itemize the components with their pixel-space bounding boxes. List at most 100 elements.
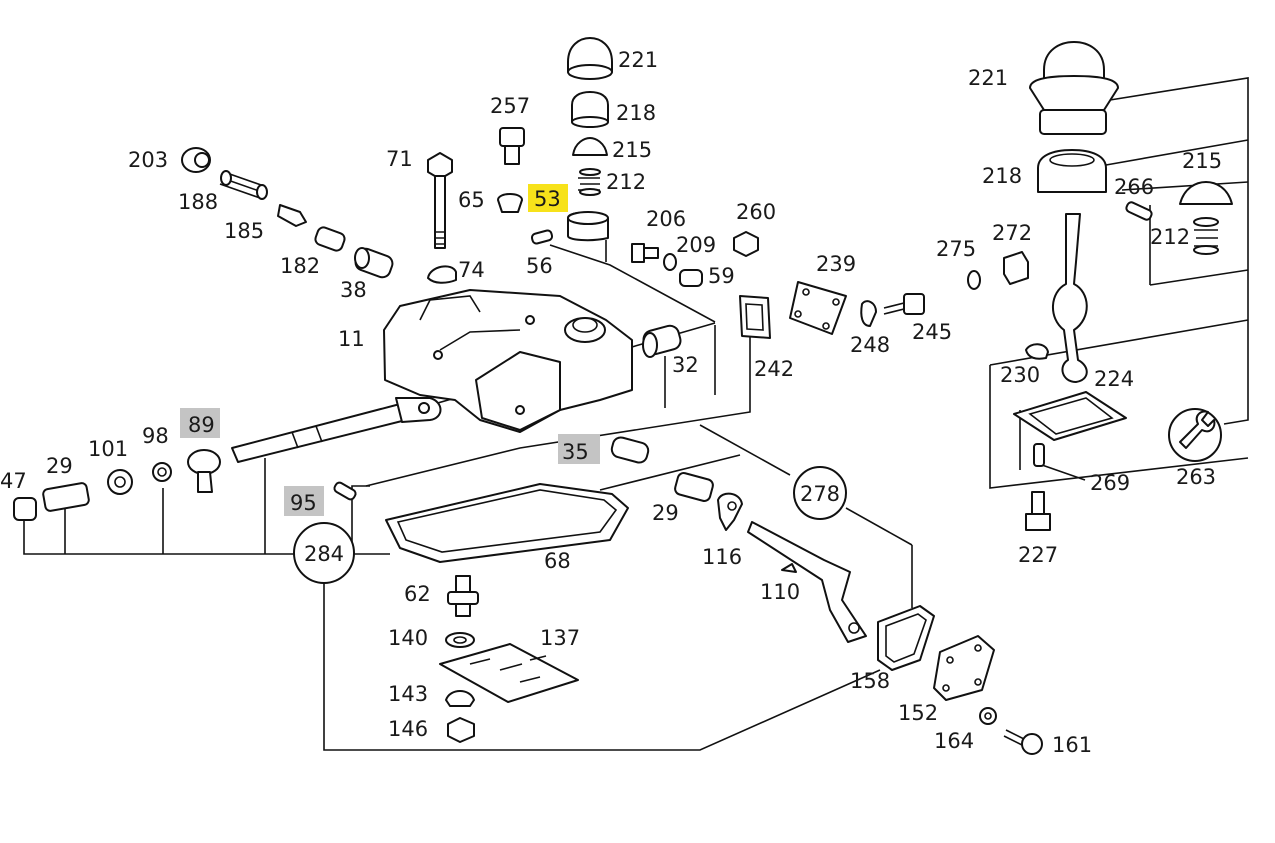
- label-260[interactable]: 260: [736, 200, 776, 224]
- label-218-large[interactable]: 218: [982, 164, 1022, 188]
- part-215-cap[interactable]: [572, 137, 608, 156]
- label-101[interactable]: 101: [88, 437, 128, 461]
- label-242[interactable]: 242: [754, 357, 794, 381]
- label-218[interactable]: 218: [616, 101, 656, 125]
- part-224-lever[interactable]: [1052, 213, 1088, 383]
- part-275-washer[interactable]: [967, 270, 981, 290]
- part-89-lever[interactable]: [187, 449, 221, 493]
- part-32-sleeve[interactable]: [642, 324, 683, 358]
- part-143-clip[interactable]: [445, 690, 475, 707]
- label-203[interactable]: 203: [128, 148, 168, 172]
- part-227-screw[interactable]: [1025, 491, 1051, 531]
- label-206[interactable]: 206: [646, 207, 686, 231]
- part-221-knob-large[interactable]: [1029, 41, 1119, 135]
- part-74-clip[interactable]: [427, 265, 457, 284]
- label-212-large[interactable]: 212: [1150, 225, 1190, 249]
- part-209-washer[interactable]: [663, 253, 677, 271]
- part-shift-arm[interactable]: [747, 521, 867, 643]
- part-245-bolt[interactable]: [883, 293, 925, 315]
- label-38[interactable]: 38: [340, 278, 367, 302]
- part-188-spring[interactable]: [219, 170, 268, 200]
- label-35[interactable]: 35: [562, 440, 589, 464]
- part-ring-upper[interactable]: [567, 211, 609, 242]
- part-212-spring-large[interactable]: [1193, 217, 1219, 255]
- part-206-bolt[interactable]: [631, 243, 659, 263]
- label-188[interactable]: 188: [178, 190, 218, 214]
- part-239-plate[interactable]: [789, 281, 847, 335]
- part-146-nut[interactable]: [447, 717, 475, 743]
- part-221-knob[interactable]: [567, 37, 613, 80]
- part-158-gasket[interactable]: [877, 605, 935, 671]
- label-29-right[interactable]: 29: [652, 501, 679, 525]
- part-248-washer[interactable]: [860, 300, 877, 327]
- label-89[interactable]: 89: [188, 413, 215, 437]
- part-218-bushing-large[interactable]: [1037, 149, 1107, 193]
- label-11[interactable]: 11: [338, 327, 365, 351]
- part-182-sleeve[interactable]: [314, 226, 346, 252]
- part-185-pin[interactable]: [277, 204, 307, 227]
- part-152-cover[interactable]: [933, 635, 995, 701]
- part-101-lockwasher[interactable]: [107, 469, 133, 495]
- label-227[interactable]: 227: [1018, 543, 1058, 567]
- part-68-gasket[interactable]: [385, 483, 629, 563]
- label-47[interactable]: 47: [0, 469, 27, 493]
- label-98[interactable]: 98: [142, 424, 169, 448]
- label-209[interactable]: 209: [676, 233, 716, 257]
- label-215[interactable]: 215: [612, 138, 652, 162]
- part-140-washer[interactable]: [445, 632, 475, 648]
- part-47-cap[interactable]: [13, 497, 37, 521]
- label-215-large[interactable]: 215: [1182, 149, 1222, 173]
- label-230[interactable]: 230: [1000, 363, 1040, 387]
- callout-278[interactable]: 278: [793, 466, 847, 520]
- part-272-block[interactable]: [1003, 251, 1029, 285]
- label-221-large[interactable]: 221: [968, 66, 1008, 90]
- part-gasket-right[interactable]: [1013, 391, 1127, 441]
- label-239[interactable]: 239: [816, 252, 856, 276]
- part-62-screw[interactable]: [447, 575, 479, 617]
- part-110-key[interactable]: [781, 563, 797, 573]
- label-152[interactable]: 152: [898, 701, 938, 725]
- label-248[interactable]: 248: [850, 333, 890, 357]
- part-266-pin[interactable]: [1125, 201, 1153, 221]
- label-110[interactable]: 110: [760, 580, 800, 604]
- label-116[interactable]: 116: [702, 545, 742, 569]
- label-74[interactable]: 74: [458, 258, 485, 282]
- part-71-bolt[interactable]: [427, 152, 453, 249]
- label-137[interactable]: 137: [540, 626, 580, 650]
- part-230-clip[interactable]: [1025, 343, 1049, 360]
- label-56[interactable]: 56: [526, 254, 553, 278]
- label-32[interactable]: 32: [672, 353, 699, 377]
- label-275[interactable]: 275: [936, 237, 976, 261]
- label-158[interactable]: 158: [850, 669, 890, 693]
- part-116-lever[interactable]: [717, 492, 743, 531]
- label-266[interactable]: 266: [1114, 175, 1154, 199]
- label-161[interactable]: 161: [1052, 733, 1092, 757]
- label-224[interactable]: 224: [1094, 367, 1134, 391]
- label-59[interactable]: 59: [708, 264, 735, 288]
- label-62[interactable]: 62: [404, 582, 431, 606]
- label-269[interactable]: 269: [1090, 471, 1130, 495]
- label-53[interactable]: 53: [534, 187, 561, 211]
- part-29-sleeve-right[interactable]: [674, 472, 714, 503]
- part-98-washer[interactable]: [152, 462, 172, 482]
- part-shaft[interactable]: [231, 397, 442, 463]
- label-257[interactable]: 257: [490, 94, 530, 118]
- part-257-screw[interactable]: [499, 127, 525, 165]
- part-218-bushing[interactable]: [571, 91, 609, 128]
- label-245[interactable]: 245: [912, 320, 952, 344]
- label-164[interactable]: 164: [934, 729, 974, 753]
- part-35-pin[interactable]: [610, 436, 650, 465]
- part-65-plug[interactable]: [497, 193, 523, 213]
- label-65[interactable]: 65: [458, 188, 485, 212]
- part-38-bush[interactable]: [353, 247, 394, 280]
- part-161-bolt[interactable]: [1003, 729, 1043, 755]
- part-164-washer[interactable]: [979, 707, 997, 725]
- label-146[interactable]: 146: [388, 717, 428, 741]
- label-29-left[interactable]: 29: [46, 454, 73, 478]
- part-203-nut[interactable]: [181, 147, 211, 173]
- part-59-bush[interactable]: [679, 269, 703, 287]
- label-140[interactable]: 140: [388, 626, 428, 650]
- part-137-plate[interactable]: [439, 643, 579, 703]
- label-185[interactable]: 185: [224, 219, 264, 243]
- callout-263[interactable]: 263: [1168, 408, 1222, 489]
